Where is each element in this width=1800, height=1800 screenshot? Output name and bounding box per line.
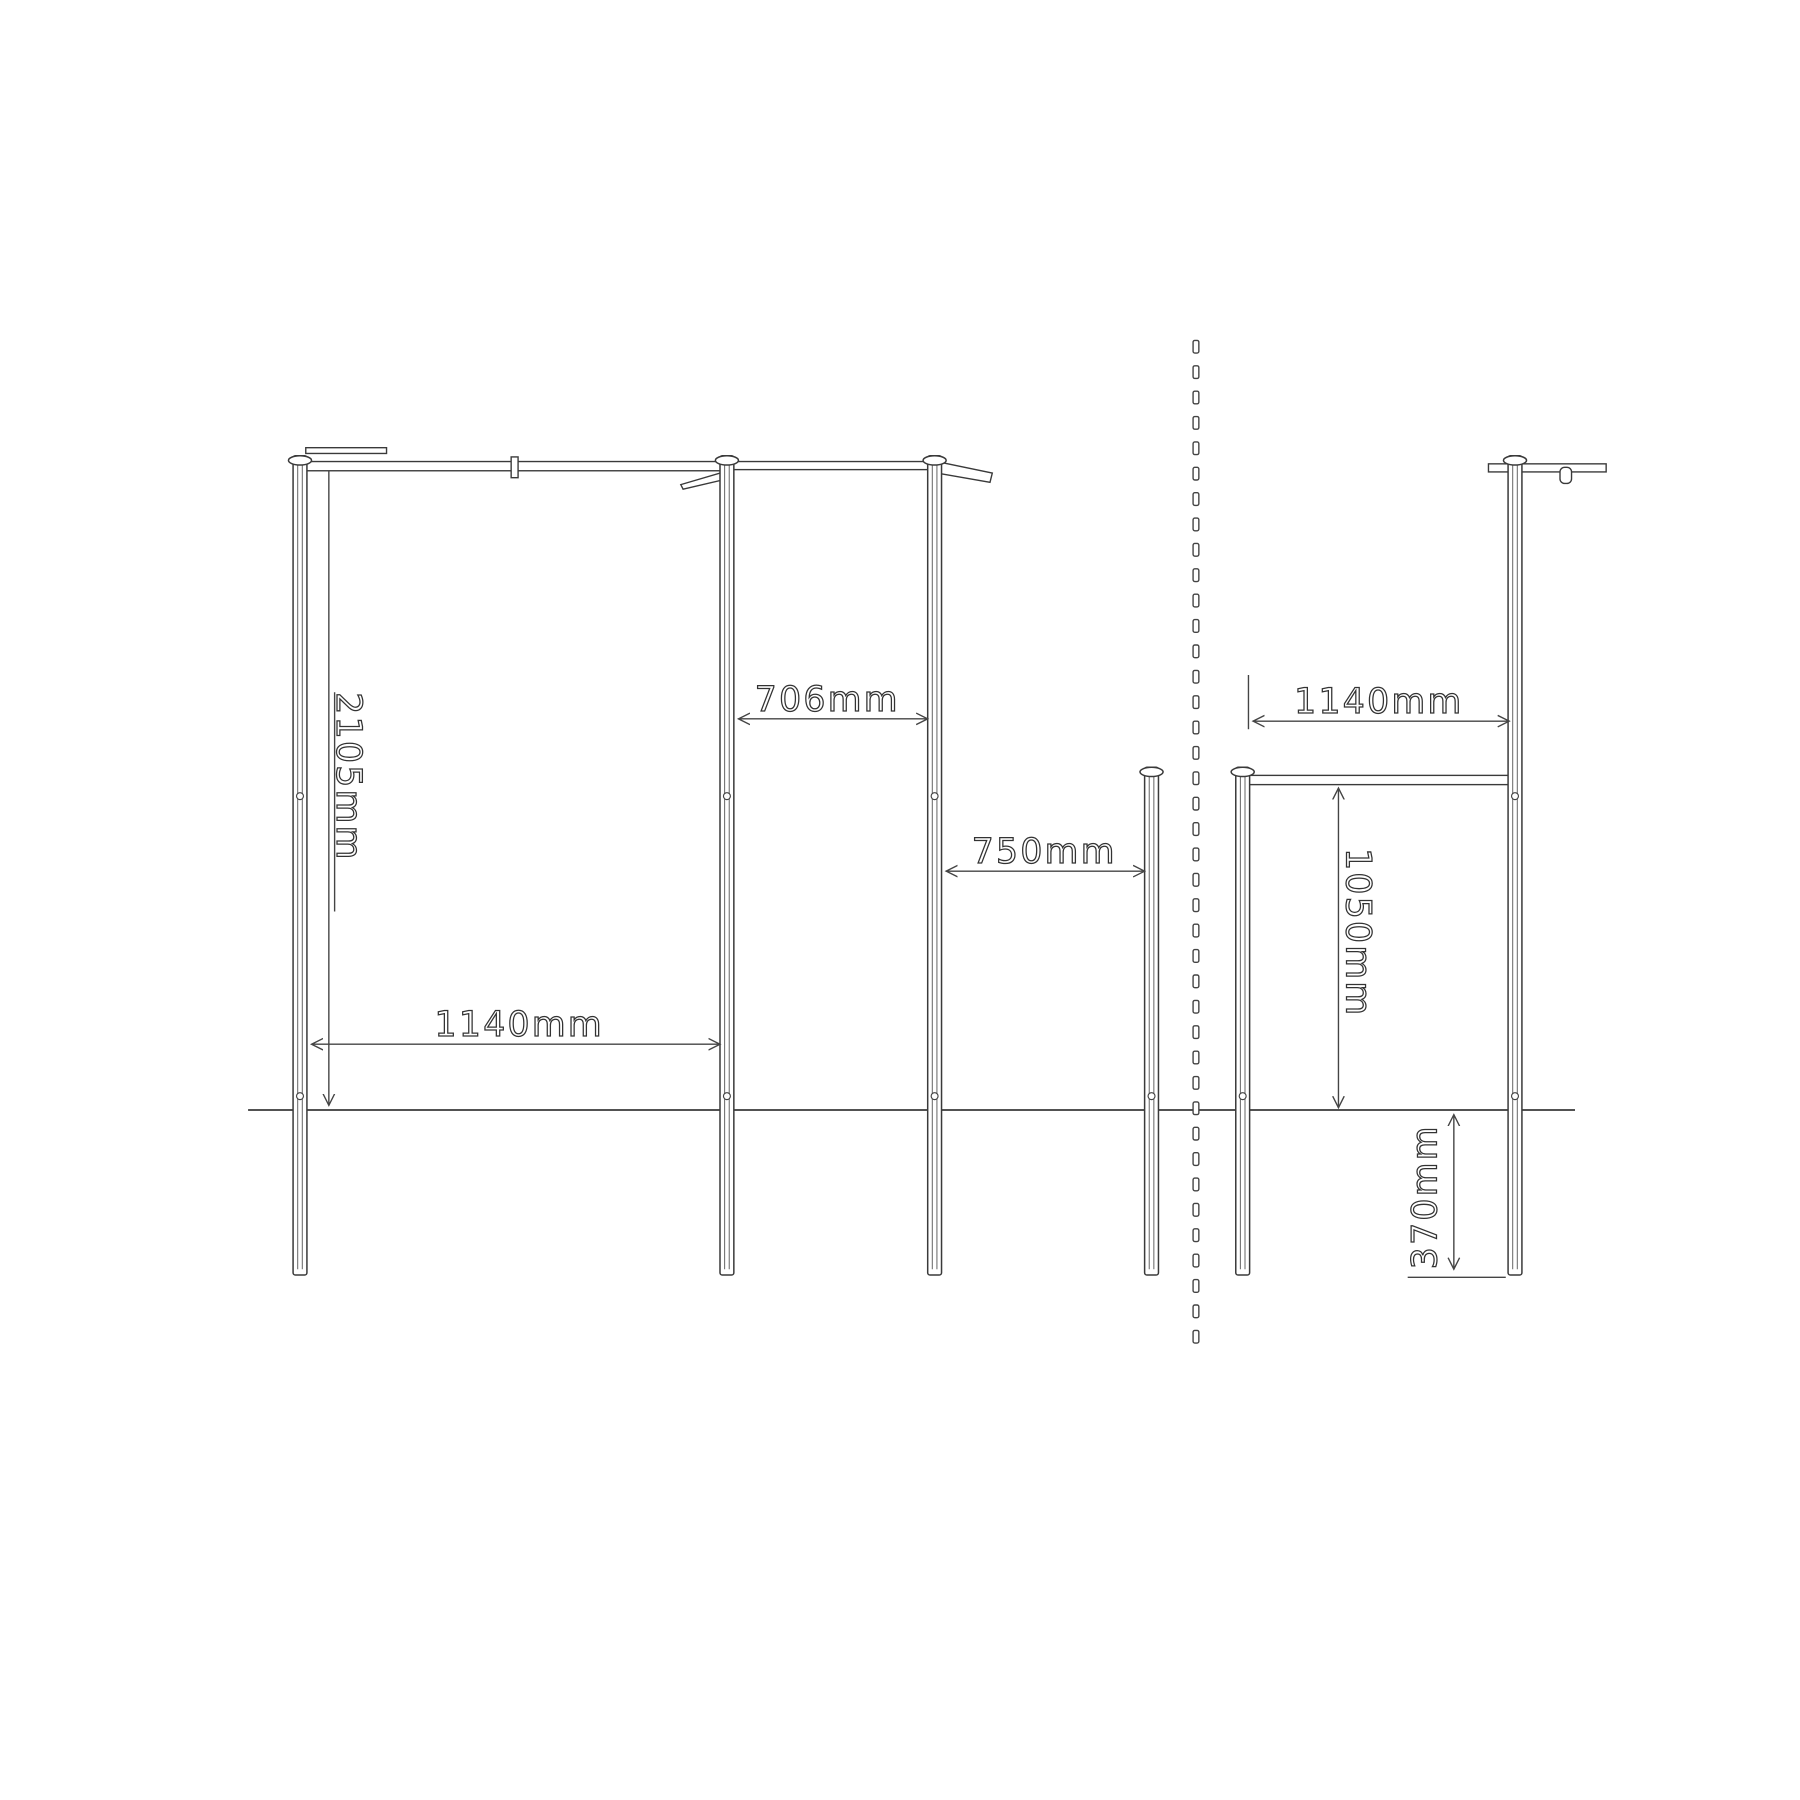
dash-segment: [1192, 847, 1200, 862]
dash-segment: [1192, 948, 1200, 963]
dash-segment: [1192, 339, 1200, 354]
dash-segment: [1192, 1050, 1200, 1065]
dash-segment: [1192, 390, 1200, 405]
post: [1139, 766, 1164, 1276]
post: [1502, 455, 1528, 1276]
dash-segment: [1192, 821, 1200, 837]
dash-segment: [1192, 1329, 1200, 1344]
dash-segment: [1192, 1177, 1200, 1192]
dash-segment: [1192, 720, 1200, 735]
dash-segment: [1192, 415, 1200, 430]
bolt-icon: [1510, 1092, 1520, 1101]
bolt-icon: [295, 792, 305, 801]
post: [714, 455, 740, 1276]
dash-segment: [1192, 517, 1200, 532]
dash-segment: [1192, 568, 1200, 583]
dash-segment: [1192, 1126, 1200, 1141]
post: [287, 455, 313, 1276]
dash-segment: [1192, 441, 1200, 456]
dash-segment: [1192, 593, 1200, 608]
dash-segment: [1192, 669, 1200, 684]
bolt-icon: [1147, 1092, 1156, 1101]
label-gate-height: 2105mm: [328, 692, 368, 861]
label-gate-width-right: 1140mm: [1294, 682, 1463, 722]
dash-segment: [1192, 999, 1200, 1014]
dash-segment: [1192, 898, 1200, 913]
dash-segment: [1192, 1025, 1200, 1040]
dash-segment: [1192, 542, 1200, 557]
top-beams: [305, 446, 1607, 786]
dash-segment: [1192, 365, 1200, 380]
label-panel-width: 706mm: [755, 680, 900, 720]
post: [1230, 766, 1255, 1276]
bolt-icon: [1238, 1092, 1247, 1101]
dash-segment: [1192, 1101, 1200, 1116]
post: [922, 455, 947, 1276]
dash-segment: [1192, 466, 1200, 481]
label-gate-width-left: 1140mm: [435, 1005, 604, 1045]
label-fence-height-right: 1050mm: [1338, 848, 1378, 1017]
dash-segment: [1192, 1202, 1200, 1217]
label-post-depth: 370mm: [1406, 1124, 1446, 1269]
dash-segment: [1192, 644, 1200, 659]
bolt-icon: [295, 1092, 305, 1101]
dash-segment: [1192, 872, 1200, 887]
dash-segment: [1192, 1253, 1200, 1268]
section-separator-dashed-line: [1192, 339, 1200, 1344]
label-panel-width-short: 750mm: [972, 832, 1117, 872]
dimension-lines: [312, 470, 1510, 1278]
dash-segment: [1192, 796, 1200, 811]
dash-segment: [1192, 491, 1200, 507]
dash-segment: [1192, 618, 1200, 633]
dash-segment: [1192, 1228, 1200, 1243]
dash-segment: [1192, 974, 1200, 989]
dash-segment: [1192, 923, 1200, 938]
fence-posts: [287, 455, 1528, 1276]
dash-segment: [1192, 771, 1200, 786]
dash-segment: [1192, 1075, 1200, 1090]
dash-segment: [1192, 1304, 1200, 1319]
bolt-icon: [930, 792, 939, 801]
dash-segment: [1192, 1278, 1200, 1293]
bolt-icon: [722, 1092, 731, 1101]
bolt-icon: [930, 1092, 939, 1101]
bolt-icon: [1510, 792, 1520, 801]
dash-segment: [1192, 1152, 1200, 1167]
dash-segment: [1192, 745, 1200, 760]
bolt-icon: [722, 792, 731, 801]
dash-segment: [1192, 695, 1200, 710]
